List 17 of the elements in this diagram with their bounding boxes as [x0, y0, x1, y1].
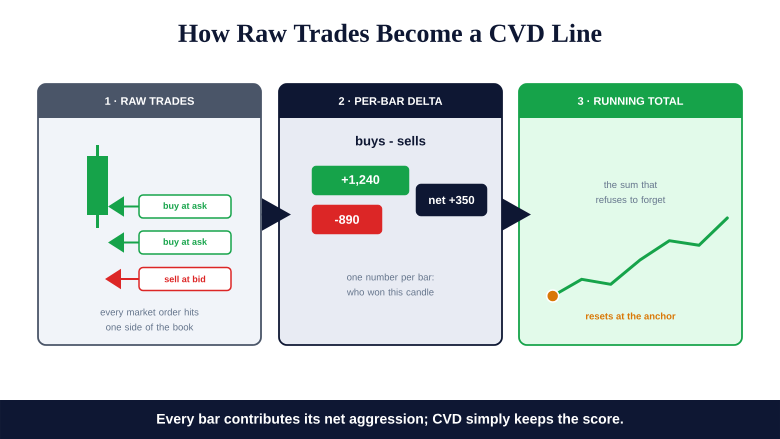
order-tag: buy at ask [138, 194, 232, 219]
note-text: every market order hits one side of the book [100, 308, 198, 330]
title: How Raw Trades Become a CVD Line [178, 24, 602, 42]
candlestick [87, 145, 108, 228]
panel-header: 1 · RAW TRADES [38, 84, 261, 118]
footer-banner: Every bar contributes its net aggression; CVD simply keeps the score. [0, 400, 780, 439]
panel-header: 2 · PER-BAR DELTA [279, 84, 502, 118]
value-box: net +350 [416, 184, 488, 216]
panel-header: 3 · RUNNING TOTAL [519, 84, 742, 118]
order-tag: buy at ask [138, 230, 232, 255]
note-text: one number per bar: who won this candle [346, 274, 434, 296]
value-box: -890 [312, 204, 382, 234]
value-box: +1,240 [312, 166, 410, 196]
subheading: buys - sells [356, 136, 426, 148]
note-text: the sum that refuses to forget [596, 181, 666, 205]
anchor-note: resets at the anchor [586, 312, 676, 320]
order-tag: sell at bid [138, 266, 232, 292]
